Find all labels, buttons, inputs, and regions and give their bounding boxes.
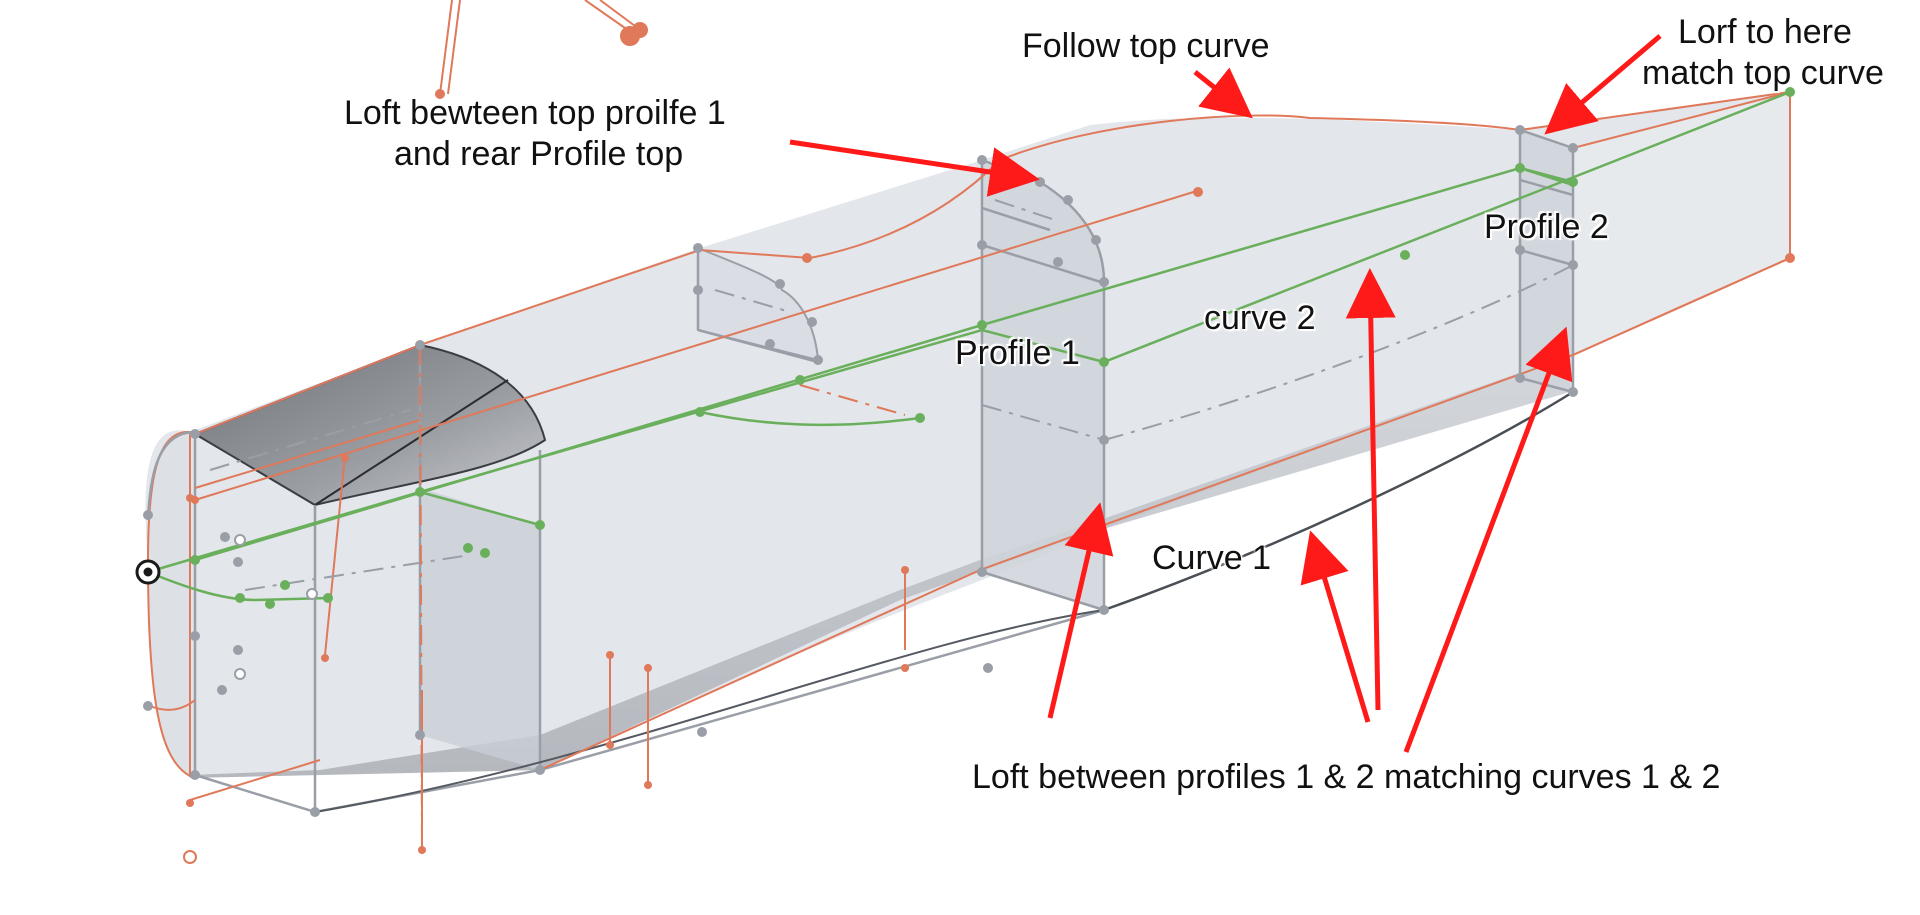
label-curve-2: curve 2 xyxy=(1204,299,1316,337)
upper-green-line xyxy=(194,166,1574,562)
annotation-arrows xyxy=(789,34,1662,753)
label-loft-top-line1: Loft bewteen top proilfe 1 xyxy=(344,94,726,132)
front-block-panel xyxy=(420,488,540,770)
label-profile-2: Profile 2 xyxy=(1484,208,1609,246)
top-curve xyxy=(194,91,1791,435)
origin-marker-icon[interactable] xyxy=(135,559,161,585)
arrow-profile-2 xyxy=(1403,326,1573,753)
label-loft-top-line2: and rear Profile top xyxy=(394,135,684,173)
nose-cap xyxy=(146,430,191,778)
arrow-curve-1 xyxy=(1300,530,1371,723)
label-lorf-line1: Lorf to here xyxy=(1678,13,1852,51)
label-follow-top-curve: Follow top curve xyxy=(1022,27,1270,65)
fuselage-surfaces xyxy=(145,90,1791,778)
cockpit-edge-2 xyxy=(314,379,509,506)
arrow-follow-top-curve xyxy=(1193,67,1253,119)
body-main-surface xyxy=(145,92,1790,778)
label-curve-1: Curve 1 xyxy=(1152,539,1272,577)
construction-lines xyxy=(209,199,1574,591)
top-sketch-fragment xyxy=(435,0,648,99)
label-lorf-line2: match top curve xyxy=(1642,54,1884,92)
arrow-profile-1 xyxy=(1047,502,1114,719)
arrow-loft-top xyxy=(789,139,1040,197)
arrow-lorf xyxy=(1544,34,1662,135)
label-profile-1: Profile 1 xyxy=(955,334,1080,372)
profile-2-panel xyxy=(1520,130,1573,392)
arrow-curve-2 xyxy=(1345,268,1396,711)
vertex-points xyxy=(143,87,1795,864)
fairing-shape xyxy=(697,246,820,362)
label-loft-profiles: Loft between profiles 1 & 2 matching cur… xyxy=(972,758,1721,796)
cockpit-panel xyxy=(192,343,547,507)
